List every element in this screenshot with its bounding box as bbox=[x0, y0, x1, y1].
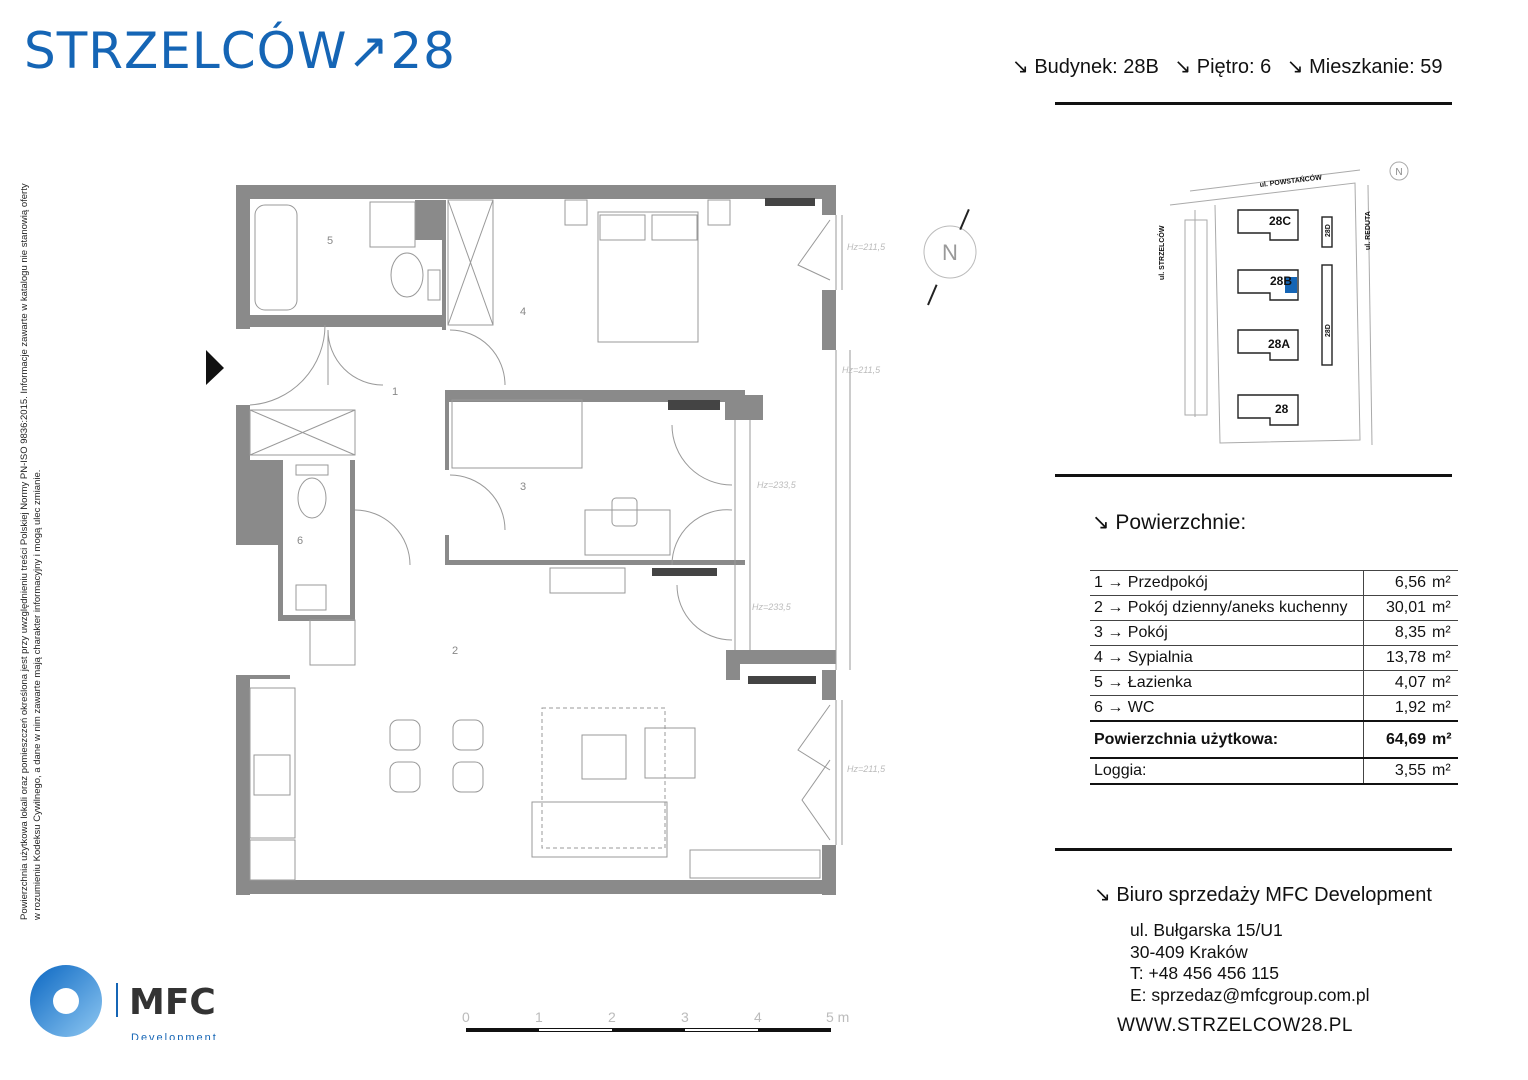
office-email[interactable]: E: sprzedaz@mfcgroup.com.pl bbox=[1130, 984, 1370, 1005]
legal-note: Powierzchnia użytkowa lokali oraz pomies… bbox=[19, 183, 43, 920]
area-unit: m² bbox=[1430, 620, 1458, 646]
area-label: 4 → Sypialnia bbox=[1090, 645, 1364, 671]
divider-bottom bbox=[1055, 848, 1452, 851]
office-address: ul. Bułgarska 15/U1 30-409 Kraków T: +48… bbox=[1130, 920, 1370, 1006]
svg-text:N: N bbox=[942, 240, 958, 265]
area-unit: m² bbox=[1430, 570, 1458, 596]
surfaces-title: ↘ Powierzchnie: bbox=[1092, 511, 1247, 534]
divider-middle bbox=[1055, 474, 1452, 477]
room-number-3: 3 bbox=[520, 481, 526, 493]
area-label: 6 → WC bbox=[1090, 695, 1364, 721]
website-link[interactable]: WWW.STRZELCOW28.PL bbox=[1117, 1015, 1353, 1036]
area-unit: m² bbox=[1430, 695, 1458, 721]
hz-label: Hz=211,5 bbox=[847, 764, 886, 774]
office-phone: T: +48 456 456 115 bbox=[1130, 963, 1280, 983]
scale-tick: 3 bbox=[681, 1009, 689, 1025]
project-logo-title: STRZELCÓW↗28 bbox=[24, 22, 456, 80]
area-value: 1,92 bbox=[1363, 695, 1430, 721]
street-powstancow: ul. POWSTAŃCÓW bbox=[1259, 172, 1322, 189]
area-unit: m² bbox=[1430, 757, 1458, 785]
area-label: 1 → Przedpokój bbox=[1090, 570, 1364, 596]
office-title: ↘ Biuro sprzedaży MFC Development bbox=[1094, 884, 1432, 906]
floor-label: ↘ Piętro: 6 bbox=[1174, 56, 1272, 78]
floor-plan: 5 4 1 3 6 2 Hz=211,5 Hz=211,5 Hz=233,5 H… bbox=[206, 185, 977, 895]
divider-top bbox=[1055, 102, 1452, 105]
scale-bar: 0 1 2 3 4 5 m bbox=[462, 1009, 849, 1032]
mfc-brand: MFC bbox=[129, 982, 216, 1023]
svg-text:N: N bbox=[1395, 167, 1402, 178]
street-strzelcow: ul. STRZELCÓW bbox=[1157, 225, 1166, 280]
area-value: 30,01 bbox=[1363, 595, 1430, 621]
building-label: ↘ Budynek: 28B bbox=[1012, 56, 1159, 78]
site-plan: 28C 28B 28A 28 28D 28D ul. POWSTAŃCÓW ul… bbox=[1157, 161, 1409, 446]
office-city: 30-409 Kraków bbox=[1130, 941, 1248, 962]
street-reduta: ul. REDUTA bbox=[1365, 211, 1372, 250]
building-28d: 28D bbox=[1325, 324, 1332, 337]
apartment-label: ↘ Mieszkanie: 59 bbox=[1286, 56, 1443, 78]
room-number-2: 2 bbox=[452, 645, 458, 657]
scale-tick: 1 bbox=[535, 1009, 543, 1025]
building-28d: 28D bbox=[1325, 224, 1332, 237]
area-unit: m² bbox=[1430, 720, 1458, 758]
mfc-subtitle: Development bbox=[131, 1032, 218, 1040]
area-label: Loggia: bbox=[1090, 757, 1364, 785]
room-number-6: 6 bbox=[297, 535, 303, 547]
building-28a: 28A bbox=[1268, 337, 1290, 351]
apartment-info: ↘ Budynek: 28B ↘ Piętro: 6 ↘ Mieszkanie:… bbox=[1012, 54, 1453, 79]
scale-tick: 0 bbox=[462, 1009, 470, 1025]
scale-tick: 4 bbox=[754, 1009, 762, 1025]
area-value: 64,69 bbox=[1363, 720, 1430, 758]
room-number-5: 5 bbox=[327, 235, 333, 247]
area-value: 8,35 bbox=[1363, 620, 1430, 646]
area-label: 2 → Pokój dzienny/aneks kuchenny bbox=[1090, 595, 1364, 621]
room-number-1: 1 bbox=[392, 386, 398, 398]
hz-label: Hz=211,5 bbox=[842, 365, 881, 375]
building-28b: 28B bbox=[1270, 274, 1292, 288]
area-value: 6,56 bbox=[1363, 570, 1430, 596]
area-value: 13,78 bbox=[1363, 645, 1430, 671]
scale-tick: 2 bbox=[608, 1009, 616, 1025]
mfc-logo: MFC Development bbox=[30, 965, 250, 1045]
building-28c: 28C bbox=[1269, 214, 1291, 228]
room-number-4: 4 bbox=[520, 306, 526, 318]
area-label: 5 → Łazienka bbox=[1090, 670, 1364, 696]
compass-icon: N bbox=[923, 194, 977, 306]
area-unit: m² bbox=[1430, 595, 1458, 621]
area-label: Powierzchnia użytkowa: bbox=[1090, 720, 1364, 758]
area-value: 4,07 bbox=[1363, 670, 1430, 696]
compass-icon: N bbox=[1389, 161, 1409, 181]
area-value: 3,55 bbox=[1363, 757, 1430, 785]
hz-label: Hz=233,5 bbox=[757, 480, 797, 490]
area-label: 3 → Pokój bbox=[1090, 620, 1364, 646]
hz-label: Hz=233,5 bbox=[752, 602, 792, 612]
building-28: 28 bbox=[1275, 402, 1289, 416]
hz-label: Hz=211,5 bbox=[847, 242, 886, 252]
area-unit: m² bbox=[1430, 645, 1458, 671]
area-unit: m² bbox=[1430, 670, 1458, 696]
scale-tick: 5 m bbox=[826, 1009, 849, 1025]
office-street: ul. Bułgarska 15/U1 bbox=[1130, 920, 1283, 940]
